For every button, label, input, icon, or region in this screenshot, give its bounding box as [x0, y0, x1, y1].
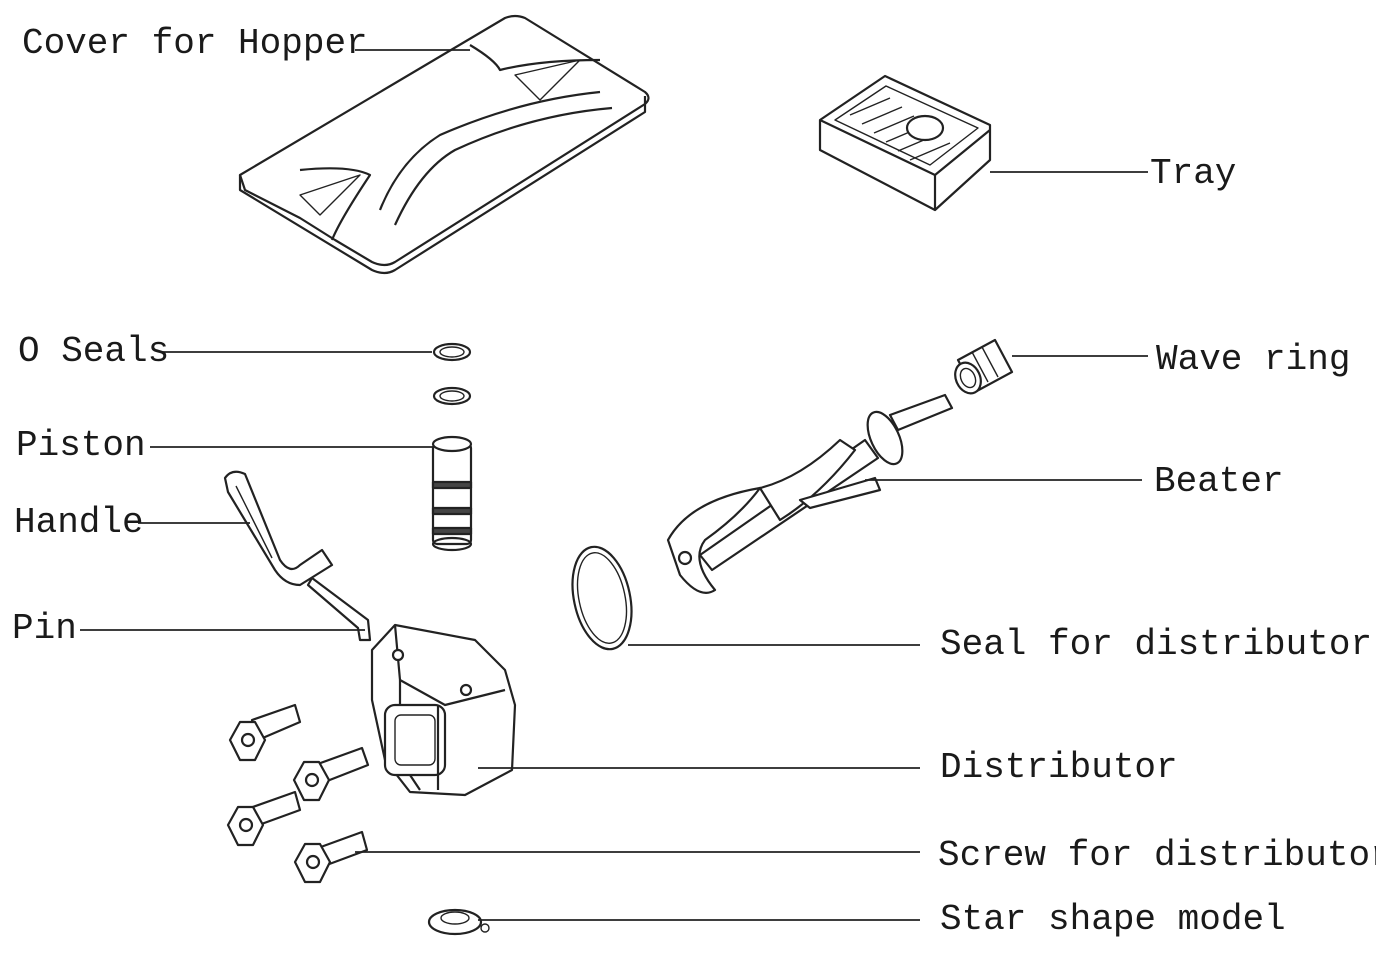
distributor-seal-part — [571, 545, 633, 651]
wave-ring-part — [954, 338, 1014, 395]
screw-part-3 — [226, 790, 302, 847]
screw-part-4 — [293, 830, 369, 884]
distributor-label: Distributor — [940, 747, 1178, 788]
tray-label: Tray — [1150, 153, 1237, 194]
piston-part — [431, 435, 473, 552]
star-shape-model-part — [427, 908, 490, 936]
wave-ring-label: Wave ring — [1156, 339, 1351, 380]
cover-for-hopper-label: Cover for Hopper — [22, 23, 368, 64]
screw-part-2 — [292, 746, 370, 802]
hopper-cover-part — [238, 14, 650, 275]
beater-label: Beater — [1154, 461, 1284, 502]
o-seals-part — [432, 342, 472, 406]
o-seals-label: O Seals — [18, 331, 170, 372]
seal-for-distributor-label: Seal for distributor — [940, 624, 1373, 665]
piston-label: Piston — [16, 425, 146, 466]
tray-part — [818, 74, 992, 212]
distributor-part — [370, 623, 517, 797]
star-shape-model-label: Star shape model — [940, 899, 1286, 940]
screw-part-1 — [228, 703, 302, 762]
pin-part — [306, 576, 372, 642]
handle-label: Handle — [14, 502, 144, 543]
pin-label: Pin — [12, 608, 77, 649]
beater-part — [666, 393, 954, 594]
leader-lines — [80, 49, 1148, 921]
screw-for-distributor-label: Screw for distributor — [938, 835, 1376, 876]
handle-part — [223, 470, 334, 587]
